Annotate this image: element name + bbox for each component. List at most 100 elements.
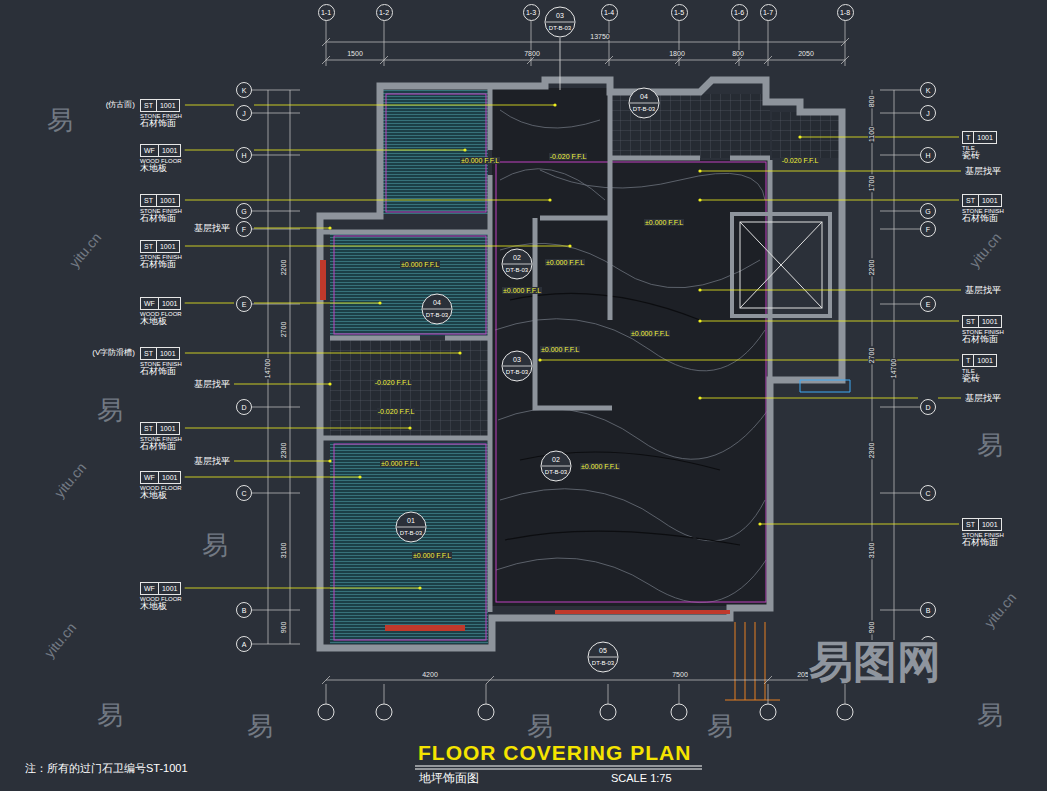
marker-sheet: DT-B-03 — [395, 530, 427, 536]
grid-bubble: 1-5 — [671, 4, 688, 21]
leader-line — [800, 137, 959, 138]
marker-outline — [501, 248, 533, 280]
callout-text: 基层找平 — [964, 394, 1002, 403]
grid-bubble: K — [920, 82, 936, 98]
grid-bubble: 1-6 — [731, 4, 748, 21]
watermark: 易 — [976, 432, 1004, 458]
grid-bubble: K — [236, 82, 252, 98]
marker-outline — [501, 350, 533, 382]
watermark: 易 — [201, 532, 229, 558]
section-marker: 05DT-B-03 — [587, 641, 619, 673]
tag-code: ST1001 — [140, 194, 182, 207]
dimension-text: 2200 — [868, 258, 875, 276]
material-tag: ST1001STONE FINISH石材饰面 — [140, 347, 182, 377]
tag-number: 1001 — [157, 99, 180, 112]
marker-number: 03 — [544, 12, 576, 19]
grid-bubble: D — [236, 399, 252, 415]
grid-bubble: 1-3 — [523, 4, 540, 21]
marker-divider — [542, 466, 570, 467]
tag-number: 1001 — [157, 422, 180, 435]
tag-code: WF1001 — [140, 582, 182, 595]
marker-divider — [503, 264, 531, 265]
grid-label: B — [926, 607, 931, 614]
material-tag: ST1001STONE FINISH石材饰面 — [962, 315, 1004, 345]
leader-line — [700, 171, 961, 172]
marker-circle — [502, 249, 532, 279]
leader-line — [700, 321, 959, 322]
section-marker: 02DT-B-03 — [540, 450, 572, 482]
tag-number: 1001 — [159, 144, 182, 157]
tag-code: WF1001 — [140, 144, 182, 157]
leader-line — [700, 290, 961, 291]
leader-dot — [568, 244, 571, 247]
leader-line — [938, 398, 961, 399]
marker-outline — [587, 641, 619, 673]
tag-code: ST1001 — [962, 315, 1004, 328]
tag-prefix: (V字防滑槽) — [91, 349, 136, 357]
material-tag: WF1001WOOD FLOOR木地板 — [140, 471, 182, 501]
material-tag: WF1001WOOD FLOOR木地板 — [140, 582, 182, 612]
level-text: ±0.000 F.F.L — [580, 463, 620, 470]
leader-line — [760, 524, 959, 525]
dimension-text: 2300 — [868, 441, 875, 459]
grid-bubble: J — [236, 105, 252, 121]
leader-dot — [328, 459, 331, 462]
tag-number: 1001 — [974, 354, 997, 367]
material-tag: ST1001STONE FINISH石材饰面 — [140, 422, 182, 452]
grid-bubble: 1-7 — [760, 4, 777, 21]
dimension-text: 800 — [869, 94, 876, 108]
leader-dot — [328, 382, 331, 385]
dimension-text: 13750 — [589, 33, 610, 40]
watermark: 易 — [96, 397, 124, 423]
grid-label: H — [925, 152, 930, 159]
level-text: ±0.000 F.F.L — [400, 261, 440, 268]
marker-number: 04 — [421, 299, 453, 306]
plan-title: FLOOR COVERING PLAN — [418, 742, 691, 763]
marker-divider — [589, 657, 617, 658]
marker-number: 03 — [501, 356, 533, 363]
tag-code: ST1001 — [140, 240, 182, 253]
tag-chinese: 石材饰面 — [140, 367, 182, 377]
marker-number: 02 — [540, 456, 572, 463]
level-text: ±0.000 F.F.L — [380, 460, 420, 467]
leader-line — [185, 353, 460, 354]
dimension-text: 1500 — [346, 50, 364, 57]
leader-line — [254, 303, 380, 304]
tag-code: ST1001 — [140, 347, 182, 360]
leader-line — [185, 588, 420, 589]
tag-number: 1001 — [157, 347, 180, 360]
leader-line — [234, 461, 330, 462]
tag-code: ST1001 — [962, 518, 1004, 531]
marker-circle — [629, 88, 659, 118]
tag-type: WF — [140, 297, 159, 310]
callout-text: 基层找平 — [193, 380, 231, 389]
watermark: yitu.cn — [52, 460, 89, 500]
level-text: ±0.000 F.F.L — [460, 157, 500, 164]
marker-circle — [502, 351, 532, 381]
tag-number: 1001 — [159, 297, 182, 310]
tag-type: WF — [140, 582, 159, 595]
material-tag: ST1001STONE FINISH石材饰面 — [962, 518, 1004, 548]
scale-text: SCALE 1:75 — [610, 773, 673, 784]
tag-number: 1001 — [159, 471, 182, 484]
grid-label: G — [241, 208, 246, 215]
grid-bubble: H — [236, 147, 252, 163]
dimension-text: 3100 — [280, 541, 287, 559]
marker-circle — [396, 512, 426, 542]
leader-dot — [548, 198, 551, 201]
leader-dot — [553, 103, 556, 106]
marker-circle — [588, 642, 618, 672]
tag-code: WF1001 — [140, 471, 182, 484]
leader-line — [185, 303, 234, 304]
tag-type: ST — [140, 99, 157, 112]
marker-divider — [546, 22, 574, 23]
tag-chinese: 木地板 — [140, 317, 182, 327]
marker-outline — [540, 450, 572, 482]
watermark: yitu.cn — [42, 620, 79, 660]
tag-code: T1001 — [962, 131, 997, 144]
grid-bubble: G — [920, 203, 936, 219]
marker-sheet: DT-B-03 — [544, 25, 576, 31]
tag-type: ST — [140, 347, 157, 360]
material-tag: T1001TILE瓷砖 — [962, 131, 997, 161]
